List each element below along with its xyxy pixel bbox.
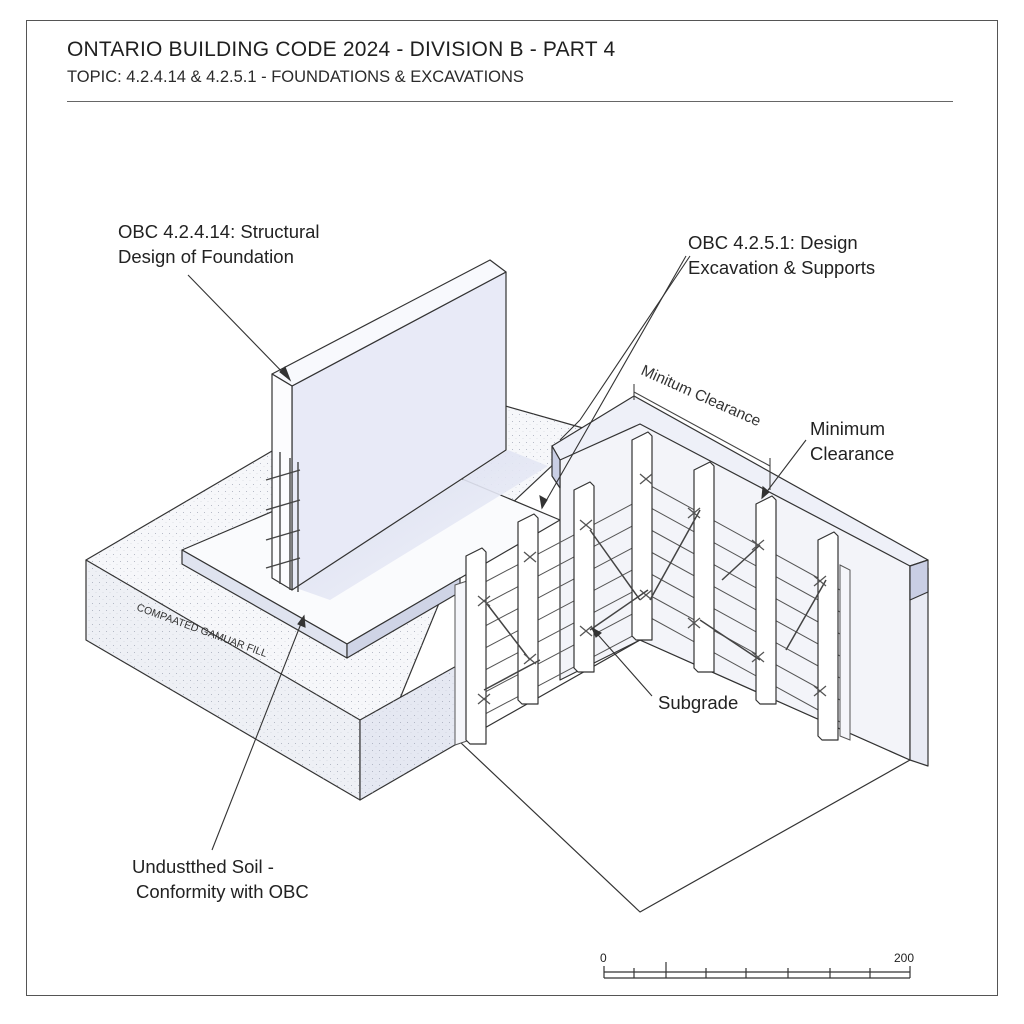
- callout-undisturbed-soil: Undustthed Soil - Conformity with OBC: [132, 854, 309, 904]
- sheet-title: ONTARIO BUILDING CODE 2024 - DIVISION B …: [67, 38, 616, 61]
- callout-minimum-clearance: Minimum Clearance: [810, 416, 894, 466]
- leader-lines: [187, 255, 807, 851]
- top-edge-face: [551, 445, 561, 489]
- callout-structural-line2: Design of Foundation: [118, 246, 294, 267]
- callout-design-line2: Excavation & Supports: [688, 257, 876, 278]
- soil-front-stipple: [86, 560, 360, 800]
- callout-design-excavation: OBC 4.2.5.1: Design Excavation & Support…: [688, 230, 875, 280]
- scale-end-label: 200: [894, 951, 914, 965]
- callout-clearance-line2: Clearance: [810, 443, 895, 464]
- bracing-struts: [483, 509, 827, 691]
- wall-rebar: [265, 452, 301, 592]
- callout-clearance-line1: Minimum: [810, 418, 886, 439]
- callout-design-line1: OBC 4.2.5.1: Design: [688, 232, 858, 253]
- callout-soil-line1: Undustthed Soil -: [132, 856, 274, 877]
- strut-connectors: [477, 473, 827, 705]
- scale-bar: [603, 962, 911, 979]
- callout-subgrade: Subgrade: [658, 692, 739, 713]
- top-edge-right: [909, 559, 929, 601]
- foundation-wall: [271, 259, 507, 591]
- soil-side-stipple: [360, 664, 460, 800]
- clearance-dimension: [633, 384, 771, 490]
- wall-end: [271, 373, 293, 591]
- title-rule: [67, 101, 953, 102]
- sheet-subtitle: TOPIC: 4.2.4.14 & 4.2.5.1 - FOUNDATIONS …: [67, 68, 524, 86]
- scale-start-label: 0: [600, 951, 607, 965]
- callout-structural-design: OBC 4.2.4.14: Structural Design of Found…: [118, 219, 320, 269]
- callout-structural-line1: OBC 4.2.4.14: Structural: [118, 221, 320, 242]
- callout-soil-line2: Conformity with OBC: [136, 881, 309, 902]
- wall-shadow: [296, 450, 548, 600]
